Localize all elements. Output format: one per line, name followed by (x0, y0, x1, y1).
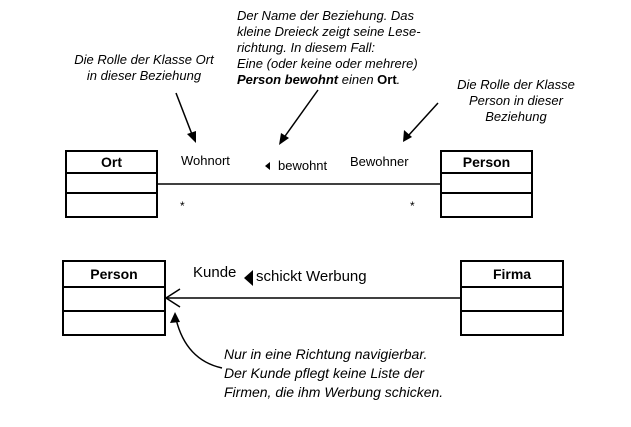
operations-compartment (442, 194, 531, 214)
note-navigability: Nur in eine Richtung navigierbar. Der Ku… (224, 346, 444, 400)
class-name-firma: Firma (462, 262, 562, 288)
note-bold-person-bewohnt: Person bewohnt (237, 72, 339, 87)
operations-compartment (462, 312, 562, 334)
role-label-kunde: Kunde (193, 264, 237, 281)
attributes-compartment (64, 288, 164, 312)
class-box-person: Person (440, 150, 533, 218)
attributes-compartment (462, 288, 562, 312)
class-name-person: Person (442, 152, 531, 174)
annotation-arrow-name (279, 89, 319, 145)
class-name-ort: Ort (67, 152, 156, 174)
attributes-compartment (67, 174, 156, 194)
reading-direction-small-triangle (265, 162, 270, 170)
operations-compartment (67, 194, 156, 214)
annotation-arrow-role-ort (175, 92, 196, 143)
role-label-wohnort: Wohnort (181, 153, 230, 168)
operations-compartment (64, 312, 164, 334)
annotation-arrow-role-person (403, 102, 439, 142)
class-box-ort: Ort (65, 150, 158, 218)
note-association-name: Der Name der Beziehung. Das kleine Dreie… (237, 8, 421, 87)
navigability-arrowhead (164, 288, 181, 308)
multiplicity-left: * (180, 199, 185, 213)
class-box-firma: Firma (460, 260, 564, 336)
class-box-person-2: Person (62, 260, 166, 336)
annotation-arrow-navigable (170, 312, 223, 369)
association-name-bewohnt: bewohnt (278, 158, 328, 173)
role-label-bewohner: Bewohner (350, 154, 409, 169)
note-bold-ort: Ort (377, 72, 397, 87)
note-role-person: Die Rolle der Klasse Person in dieser Be… (457, 77, 575, 124)
class-name-person-2: Person (64, 262, 164, 288)
multiplicity-right: * (410, 199, 415, 213)
association-name-schickt-werbung: schickt Werbung (256, 268, 367, 285)
note-role-ort: Die Rolle der Klasse Ort in dieser Bezie… (74, 52, 214, 83)
reading-direction-triangle (244, 270, 253, 286)
attributes-compartment (442, 174, 531, 194)
